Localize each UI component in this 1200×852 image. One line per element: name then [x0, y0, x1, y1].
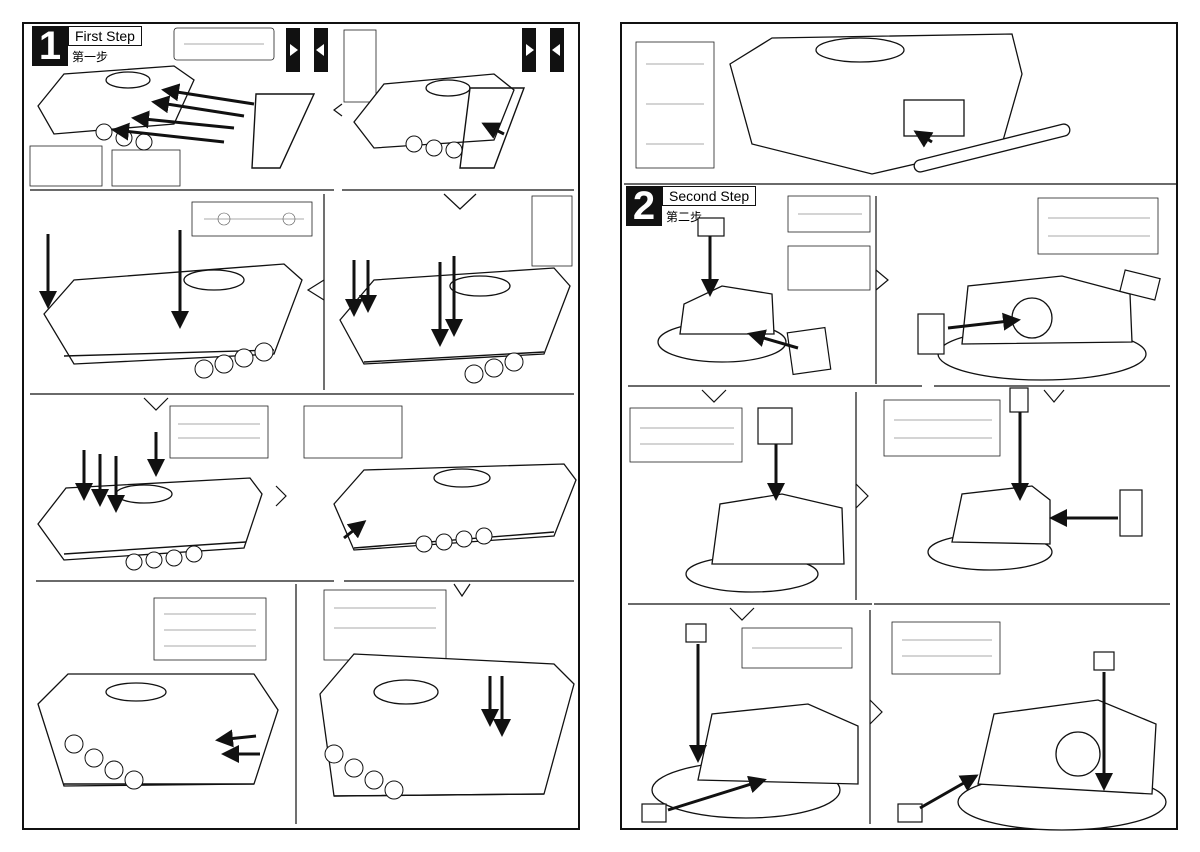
sprue-track	[173, 27, 275, 61]
right-page-illustrations	[624, 33, 1178, 831]
step-2-header: 2 Second Step 第二步	[626, 186, 757, 226]
hull-icon	[729, 33, 1071, 175]
sprue-icon	[629, 41, 1159, 675]
step-title: Second Step	[662, 186, 757, 206]
step-subtitle: 第一步	[72, 50, 109, 64]
left-page-illustrations	[29, 27, 577, 824]
flag-icon	[286, 28, 328, 72]
arrow-icon	[667, 130, 1118, 812]
right-instruction-page: 2 Second Step 第二步	[620, 22, 1178, 831]
arrow-icon	[39, 83, 511, 763]
turret-icon	[651, 275, 1167, 831]
step-number-badge: 1	[32, 26, 68, 66]
step-title: First Step	[68, 26, 142, 46]
component-icon	[641, 217, 1161, 823]
step-subtitle: 第二步	[666, 210, 703, 224]
flag-icon	[522, 28, 564, 72]
left-instruction-page: 1 First Step 第一步	[22, 22, 580, 830]
hull-icon	[37, 65, 577, 797]
step-number-badge: 2	[626, 186, 662, 226]
step-1-header: 1 First Step 第一步	[32, 26, 142, 66]
